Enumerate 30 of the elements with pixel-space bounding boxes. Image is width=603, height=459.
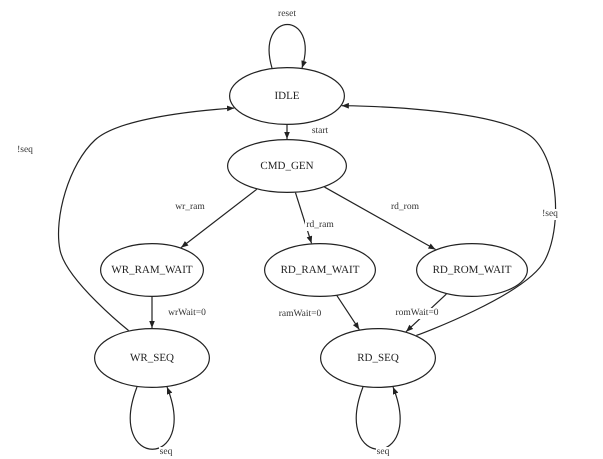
edge-label: rd_ram xyxy=(305,220,335,230)
transition-arrow xyxy=(342,102,556,336)
transition-arrow xyxy=(130,386,175,450)
edge-label: rd_rom xyxy=(390,202,420,212)
transition-arrow xyxy=(268,24,306,68)
state-label: RD_RAM_WAIT xyxy=(280,264,360,276)
transition-arrow xyxy=(180,188,258,248)
state-label: RD_ROM_WAIT xyxy=(432,264,512,276)
transition-arrow xyxy=(336,295,360,330)
state-label: RD_SEQ xyxy=(356,352,400,364)
edge-label: !seq xyxy=(16,144,34,156)
state-label: WR_RAM_WAIT xyxy=(110,264,194,276)
edge-label: romWait=0 xyxy=(394,308,440,318)
edge-label: wrWait=0 xyxy=(167,308,207,318)
edge-label: wr_ram xyxy=(174,202,206,212)
transition-arrow xyxy=(356,386,401,450)
transition-arrow xyxy=(324,186,436,250)
transition-arrow xyxy=(294,192,312,244)
edge-label: start xyxy=(310,126,330,136)
state-label: CMD_GEN xyxy=(259,160,315,172)
edge-label: ramWait=0 xyxy=(278,308,322,320)
state-label: WR_SEQ xyxy=(129,352,175,364)
edge-label: seq xyxy=(158,446,174,458)
transition-arrow xyxy=(58,106,234,331)
transition-arrow xyxy=(149,297,155,328)
edge-label: !seq xyxy=(541,208,559,220)
edge-label: reset xyxy=(277,8,297,20)
edge-label: seq xyxy=(376,446,390,458)
state-label: IDLE xyxy=(273,90,301,102)
transition-arrow xyxy=(284,125,290,139)
